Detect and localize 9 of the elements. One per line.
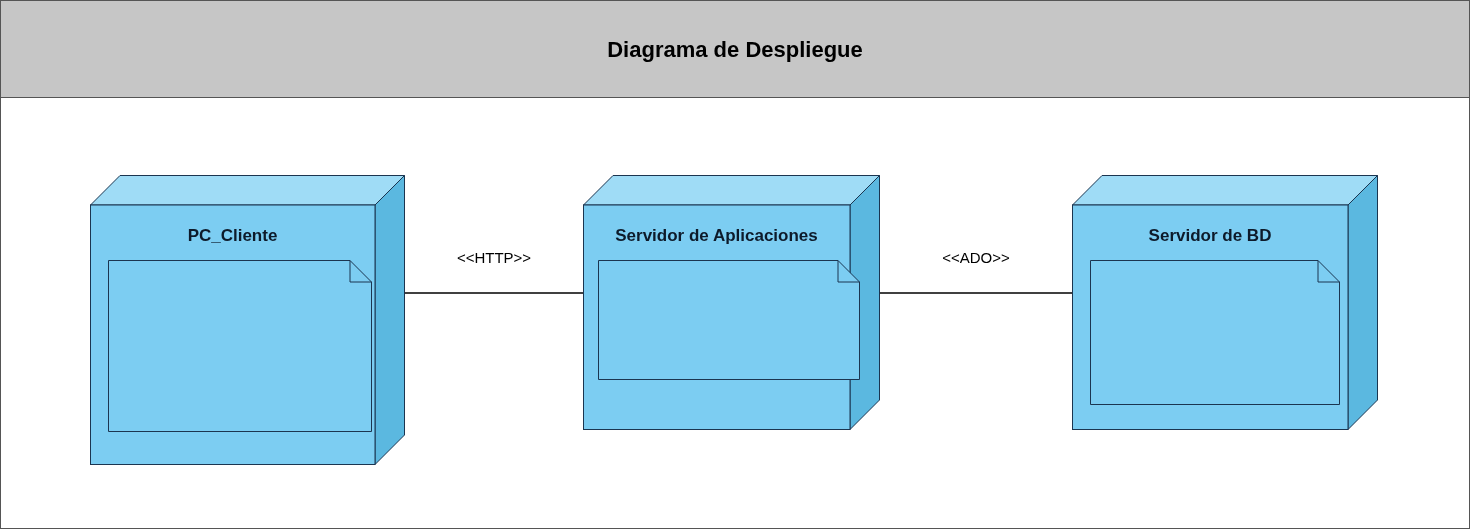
diagram-title: Diagrama de Despliegue [607,35,863,64]
connector-line [404,292,584,294]
note-shape [1090,260,1340,405]
connector-line [879,292,1073,294]
node-title: PC_Cliente [186,225,279,247]
note-shape [598,260,860,380]
note-shape [108,260,372,432]
node-title: Servidor de Aplicaciones [614,225,819,247]
node-title: Servidor de BD [1147,225,1273,247]
